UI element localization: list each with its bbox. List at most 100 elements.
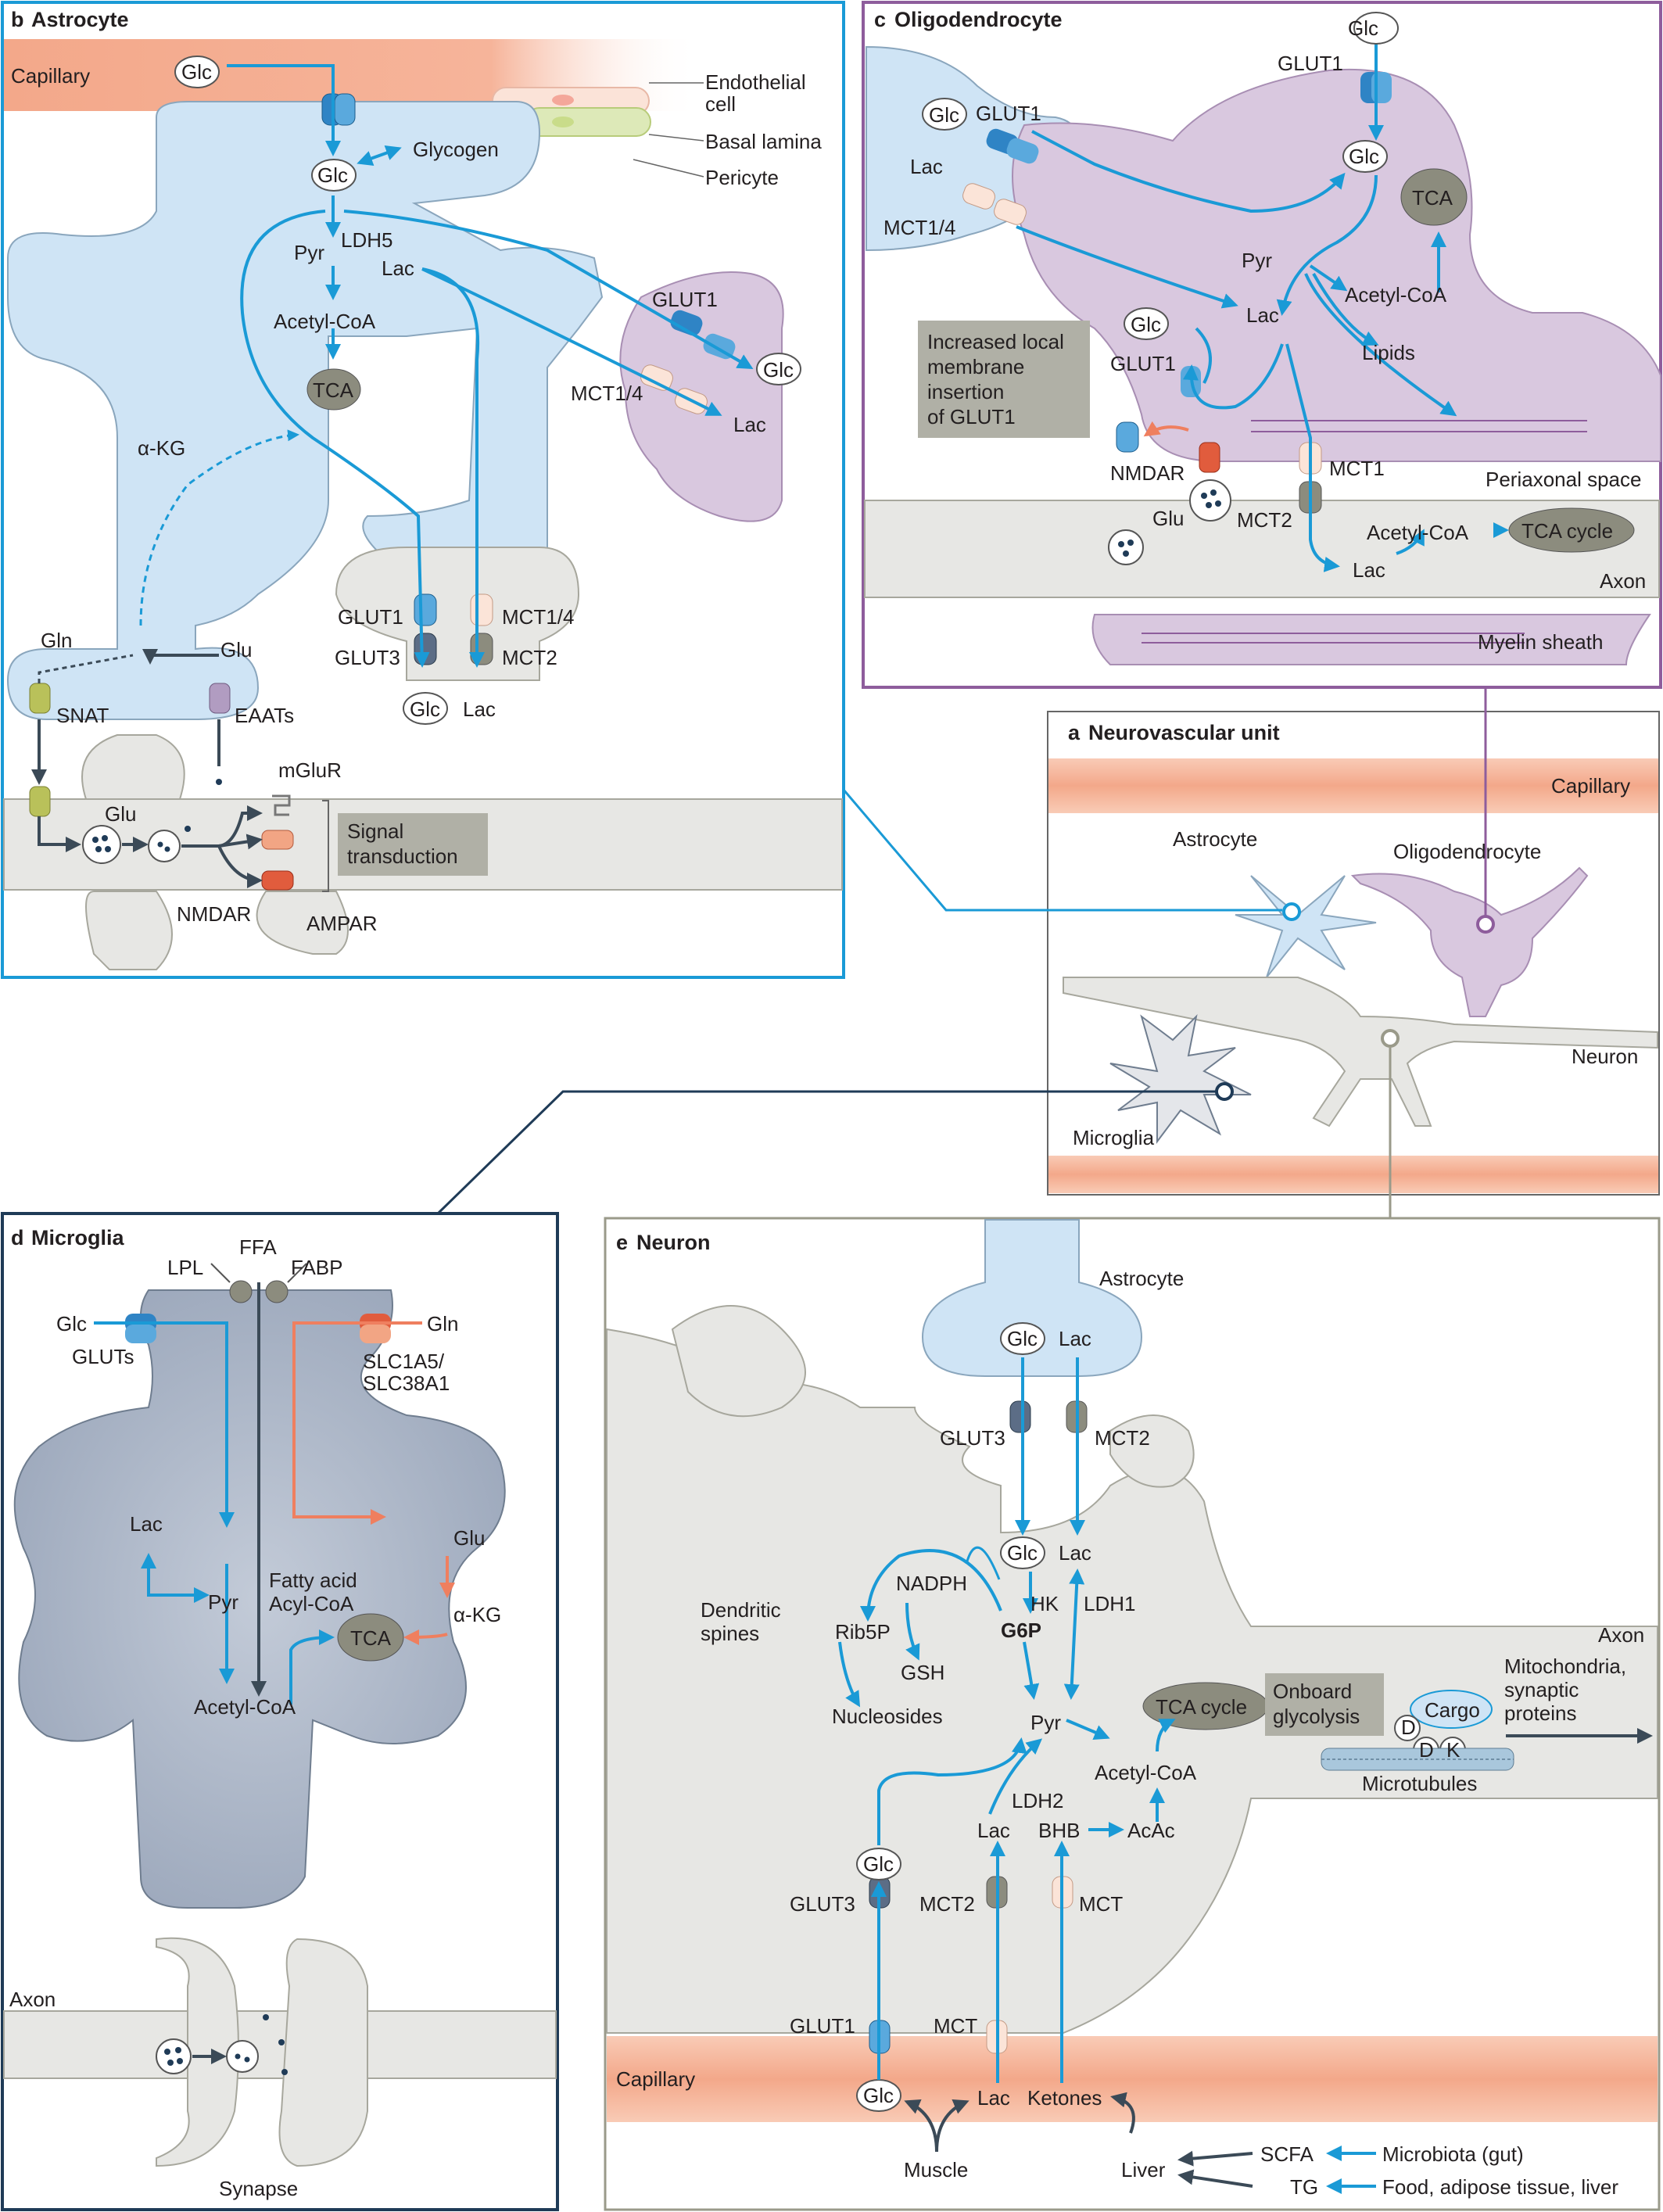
label-tca-c: TCA [1412,186,1453,210]
vesicle-c-1 [1189,479,1231,522]
label-mito-2: synaptic [1504,1678,1579,1701]
mct14-left-c [962,183,1027,225]
nmdar-c [1199,442,1220,473]
label-acetyl-coa-c: Acetyl-CoA [1345,283,1447,307]
arrow-e-liver-ketones [1110,2092,1135,2134]
label-lac-e-top: Lac [1059,1327,1091,1350]
panel-b-letter: b [11,8,24,31]
label-d1: D [1401,1715,1416,1739]
cargo-oval [1410,1690,1493,1729]
arrow-c-mct-lac [1016,225,1238,309]
connector-b [842,789,1282,912]
arrow-gln-cycle [38,654,134,683]
nmdar-receptor-b [261,870,294,891]
label-glut1-c-left: GLUT1 [976,102,1041,125]
label-slc-2: SLC38A1 [363,1371,450,1395]
postsynaptic-b [256,891,349,955]
label-mct14-b-bottom: MCT1/4 [502,605,574,629]
label-mct14-c: MCT1/4 [883,216,955,239]
panel-c-letter: c [874,8,886,31]
label-box-3: insertion [927,380,1004,403]
label-axon-c: Axon [1600,569,1646,593]
label-glc-b-bottom: Glc [410,697,440,721]
glc-oval-c-small [1124,307,1169,340]
connector-d [436,1090,1217,1215]
mglur-receptor [272,794,291,816]
label-mct-e-cap: MCT [934,2014,977,2038]
label-periaxonal: Periaxonal space [1486,468,1641,491]
label-acac: AcAc [1127,1819,1175,1842]
label-microbiota: Microbiota (gut) [1382,2142,1524,2166]
arrow-e-nadph [965,1546,1001,1580]
label-lac-e-mid: Lac [1059,1541,1091,1565]
label-mito-1: Mitochondria, [1504,1655,1626,1678]
tca-cycle-oval-c [1508,507,1635,553]
glc-oval-b-mid [311,159,357,192]
label-box-4: of GLUT1 [927,405,1016,428]
panel-e: e Neuron Astrocyte Glc Lac GLUT3 MCT2 Gl… [604,1217,1661,2211]
label-pyr-d: Pyr [208,1590,238,1614]
panel-a-title: Neurovascular unit [1088,721,1280,744]
label-glc-d: Glc [56,1312,87,1335]
arrow-glu-gln [142,649,219,665]
vesicle-release [148,830,181,862]
panel-b-title: Astrocyte [31,8,129,31]
onboard-glycolysis-box [1265,1673,1384,1736]
glut1-insertion-box [918,321,1090,438]
label-pyr-e: Pyr [1030,1711,1061,1734]
capillary-a-bottom [1048,1156,1658,1193]
label-dendritic-2: spines [701,1622,759,1645]
neuron-a [1063,977,1658,1128]
neuron-dendrite-b [335,547,580,681]
gluts-transporter [125,1314,156,1343]
oligodendrocyte-body [1012,68,1661,462]
label-microtubules: Microtubules [1362,1772,1477,1795]
arrow-e-scfa-liver [1177,2150,1253,2167]
label-capillary-b: Capillary [11,64,90,88]
label-mct1-c: MCT1 [1329,457,1385,480]
label-axon-d: Axon [9,1988,56,2011]
label-tca-cycle-e: TCA cycle [1156,1695,1247,1719]
label-astrocyte-a: Astrocyte [1173,827,1257,851]
label-hk: HK [1030,1592,1059,1615]
glc-oval-e-top [1000,1322,1045,1355]
panel-d-title: Microglia [31,1226,125,1249]
label-mct2-e-top: MCT2 [1095,1426,1150,1450]
arrow-e-glc-pyr [877,1737,1027,1845]
arrow-e-pyr-lac [1063,1568,1085,1700]
label-mct2-b: MCT2 [502,646,557,669]
arrow-e-g6p-rib5p [860,1549,1002,1622]
arrow-e-rib5p-nuc [838,1641,861,1708]
label-gsh: GSH [901,1661,944,1684]
presynaptic-lower-b [85,891,173,970]
capillary-a-top [1048,758,1658,813]
label-glc-c-top: Glc [1348,16,1378,40]
label-ldh2: LDH2 [1012,1789,1063,1812]
label-tca-cycle-c: TCA cycle [1521,519,1613,543]
arrow-e-acoa-tca [1156,1719,1176,1752]
glut1-inserting-c [1116,421,1139,453]
vesicle-presynaptic [82,825,121,864]
vesicle-d-1 [156,2038,192,2074]
glc-oval-c-top [1353,12,1399,45]
myelin-sheath-shape [1091,614,1651,665]
label-mct-e-low: MCT [1079,1892,1123,1916]
label-signal-2: transduction [347,844,458,868]
vesicle-c-2 [1108,529,1144,565]
panel-c-title: Oligodendrocyte [894,8,1063,31]
pericyte-shape [525,107,651,137]
label-pyr-b: Pyr [294,241,324,264]
label-lac-d: Lac [130,1512,163,1536]
arrow-c-nmdar-glut1 [1143,421,1189,437]
arrow-c-pyr-lipids [1312,273,1379,346]
label-d2: D [1419,1738,1434,1762]
arrow-c-lac-acoa [1396,529,1425,555]
label-endothelial-cell: cell [705,92,736,116]
glc-oval-e-mid [1000,1536,1045,1569]
label-scfa: SCFA [1260,2142,1314,2166]
arrow-c-glc-pyr [1276,174,1378,316]
label-rib5p: Rib5P [835,1620,891,1644]
label-mglur: mGluR [278,758,342,782]
label-glc-c-mid: Glc [1349,145,1379,168]
signal-bracket [322,800,329,892]
